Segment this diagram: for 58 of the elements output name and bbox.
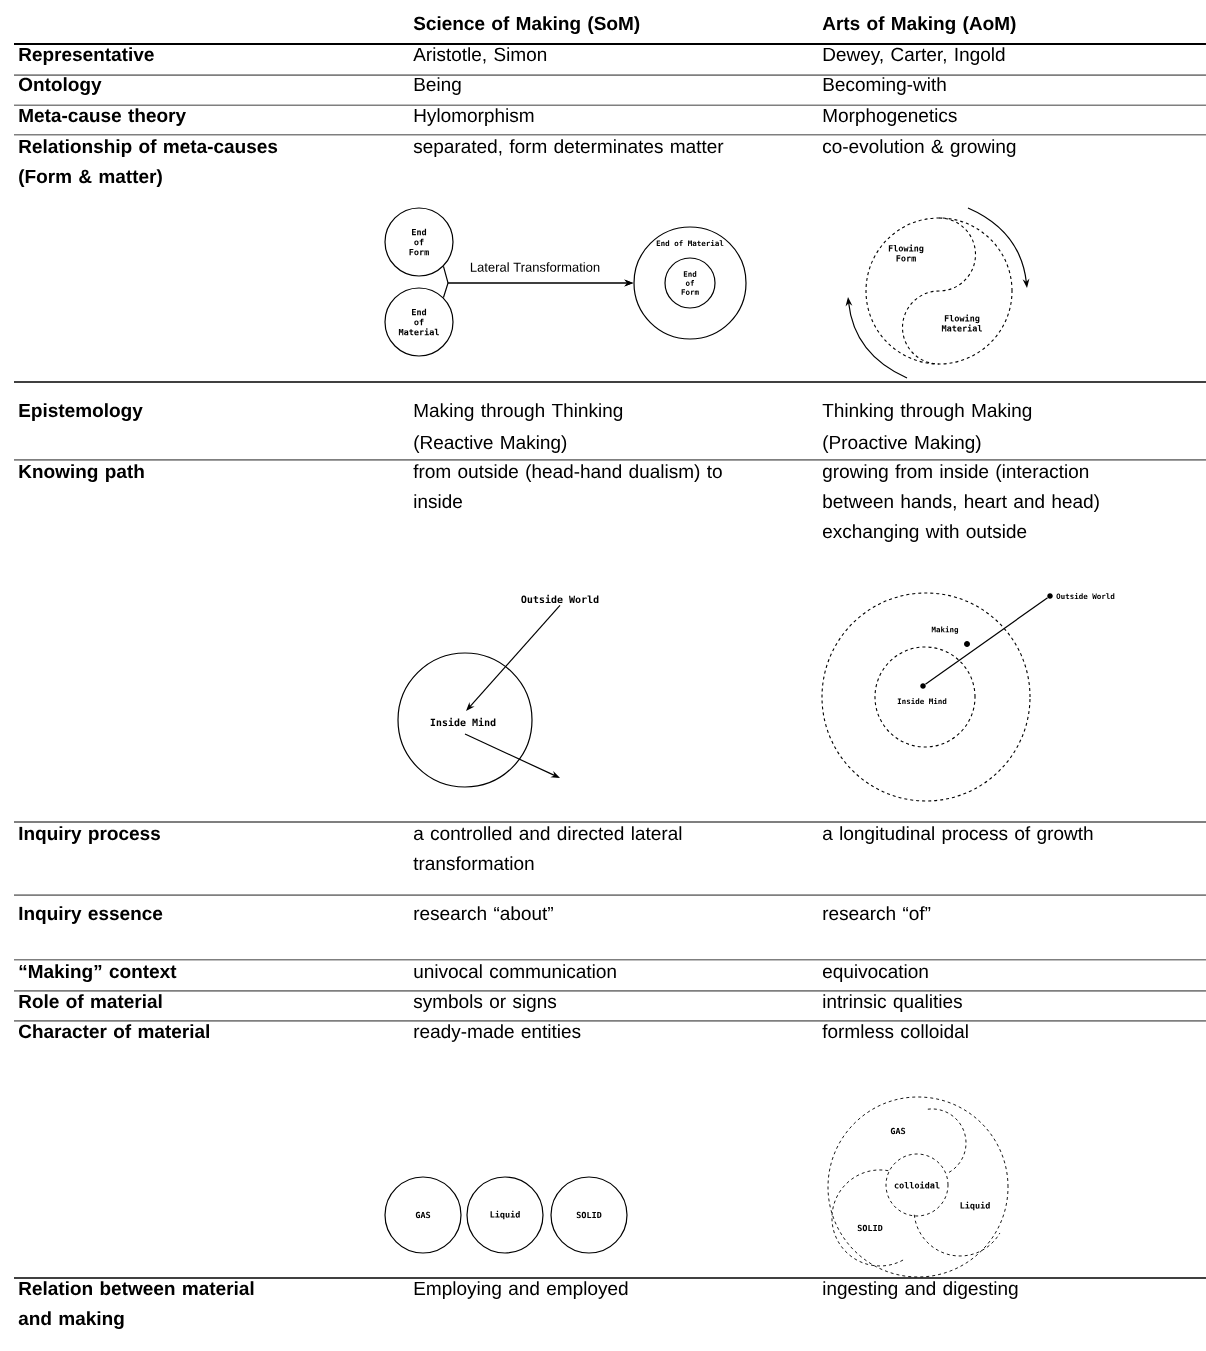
diagram-label: Flowing Material <box>941 314 982 332</box>
connector-line <box>924 597 1049 685</box>
row-heading: Representative <box>19 47 154 65</box>
table-entry: co-evolution & growing <box>823 139 1016 157</box>
circle-node: End of Form <box>384 207 454 277</box>
row-heading: Inquiry process <box>19 826 160 844</box>
table-entry: a controlled and directed lateral transformation <box>413 826 682 871</box>
row-heading: Meta-cause theory <box>19 108 186 126</box>
table-entry: ingesting and digesting <box>823 1281 1018 1299</box>
table-entry: Morphogenetics <box>823 108 957 126</box>
diagram-label: GAS <box>890 1127 906 1135</box>
table-entry: growing from inside (interaction between hands, heart and head) exchanging with outside <box>823 464 1099 542</box>
table-entry: Becoming-with <box>823 77 946 95</box>
circle-node <box>827 1096 1009 1278</box>
row-heading: Epistemology <box>19 403 143 421</box>
circle-node: End of Material <box>384 287 454 357</box>
edge-label: Lateral Transformation <box>468 261 602 273</box>
diagram-label: SOLID <box>857 1224 883 1232</box>
row-heading: Relationship of meta-causes (Form & matter) <box>19 139 278 187</box>
diagram-label: Liquid <box>960 1201 990 1211</box>
row-heading: Relation between material and making <box>18 1281 254 1329</box>
node-label: Outside World <box>521 594 599 604</box>
table-entry: Employing and employed <box>414 1281 628 1299</box>
table-entry: separated, form determinates matter <box>413 139 724 157</box>
column-heading: Science of Making (SoM) <box>413 16 640 34</box>
table-entry: Being <box>414 77 461 95</box>
arrow <box>464 733 560 778</box>
table-entry: from outside (head-hand dualism) to inside <box>413 464 722 509</box>
table-entry: Hylomorphism <box>414 108 534 126</box>
circle-node: SOLID <box>550 1176 628 1254</box>
circle-node: colloidal <box>885 1153 949 1217</box>
circle-node: Inside Mind <box>397 652 533 788</box>
row-heading: Character of material <box>19 1024 209 1039</box>
table-entry: research “about” <box>414 906 553 921</box>
table-entry: intrinsic qualities <box>823 994 962 1012</box>
arrow <box>466 604 561 711</box>
table-entry: Dewey, Carter, Ingold <box>823 47 1005 65</box>
table-entry: ready-made entities <box>414 1024 581 1042</box>
diagram-label: Flowing Form <box>888 244 924 262</box>
circle-node: GAS <box>384 1176 462 1254</box>
table-entry: equivocation <box>823 964 928 982</box>
table-entry: a longitudinal process of growth <box>823 826 1093 844</box>
row-heading: Inquiry essence <box>19 906 163 924</box>
table-entry: Making through Thinking <box>414 403 623 421</box>
table-entry: formless colloidal <box>822 1024 968 1039</box>
row-heading: Knowing path <box>19 464 144 482</box>
table-entry: univocal communication <box>414 964 616 979</box>
table-entry: symbols or signs <box>413 994 557 1012</box>
table-entry: Aristotle, Simon <box>413 47 547 64</box>
circle-node: Liquid <box>466 1176 544 1254</box>
table-entry: research “of” <box>823 906 931 921</box>
table-entry: (Reactive Making) <box>414 435 567 453</box>
row-heading: Ontology <box>19 77 102 95</box>
table-entry: (Proactive Making) <box>823 435 981 453</box>
row-heading: Role of material <box>19 994 162 1009</box>
table-entry: Thinking through Making <box>822 403 1032 421</box>
row-heading: “Making” context <box>19 964 177 982</box>
column-heading: Arts of Making (AoM) <box>822 16 1016 34</box>
